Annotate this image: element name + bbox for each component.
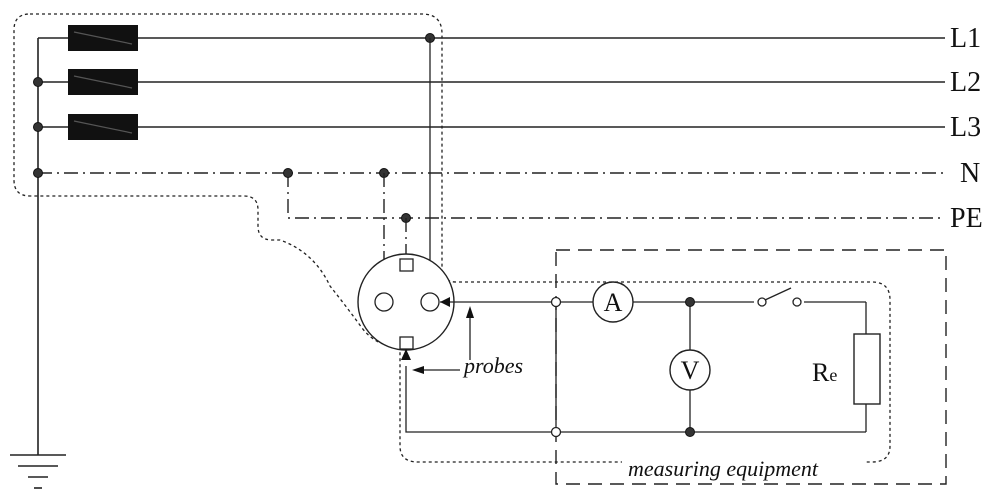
label-l3: L3 xyxy=(950,112,981,143)
junction-node xyxy=(33,77,43,87)
voltmeter-label: V xyxy=(681,356,700,385)
open-node xyxy=(550,296,562,308)
resistor-label: Re xyxy=(812,358,837,387)
voltmeter: V xyxy=(669,349,711,391)
fuse-icon xyxy=(68,69,138,95)
junction-node xyxy=(685,427,695,437)
equipment-label-bg xyxy=(622,456,866,482)
label-pe: PE xyxy=(950,203,983,234)
resistor-re xyxy=(853,333,881,405)
junction-node xyxy=(685,297,695,307)
probes-label: probes xyxy=(462,353,523,378)
probe-wire-bottom xyxy=(405,366,866,433)
probe-tip-top xyxy=(440,297,450,307)
junction-node xyxy=(33,168,43,178)
junction-node xyxy=(33,122,43,132)
open-node xyxy=(550,426,562,438)
label-l2: L2 xyxy=(950,67,981,98)
fuse-icon xyxy=(68,114,138,140)
supply-boundary xyxy=(13,13,891,463)
junction-node xyxy=(283,168,293,178)
measuring-equipment-label: measuring equipment xyxy=(628,456,819,481)
socket-icon xyxy=(357,253,455,351)
switch-icon xyxy=(754,287,804,310)
ammeter: A xyxy=(592,281,634,323)
label-n: N xyxy=(960,158,980,189)
ground-icon xyxy=(10,454,66,489)
line-pe xyxy=(287,173,945,219)
probes-arrowhead xyxy=(412,366,424,374)
fuse-icon xyxy=(68,25,138,51)
ammeter-label: A xyxy=(604,288,623,317)
probes-arrowhead xyxy=(466,306,474,318)
probe-tip-bottom xyxy=(401,349,411,360)
label-l1: L1 xyxy=(950,23,981,54)
